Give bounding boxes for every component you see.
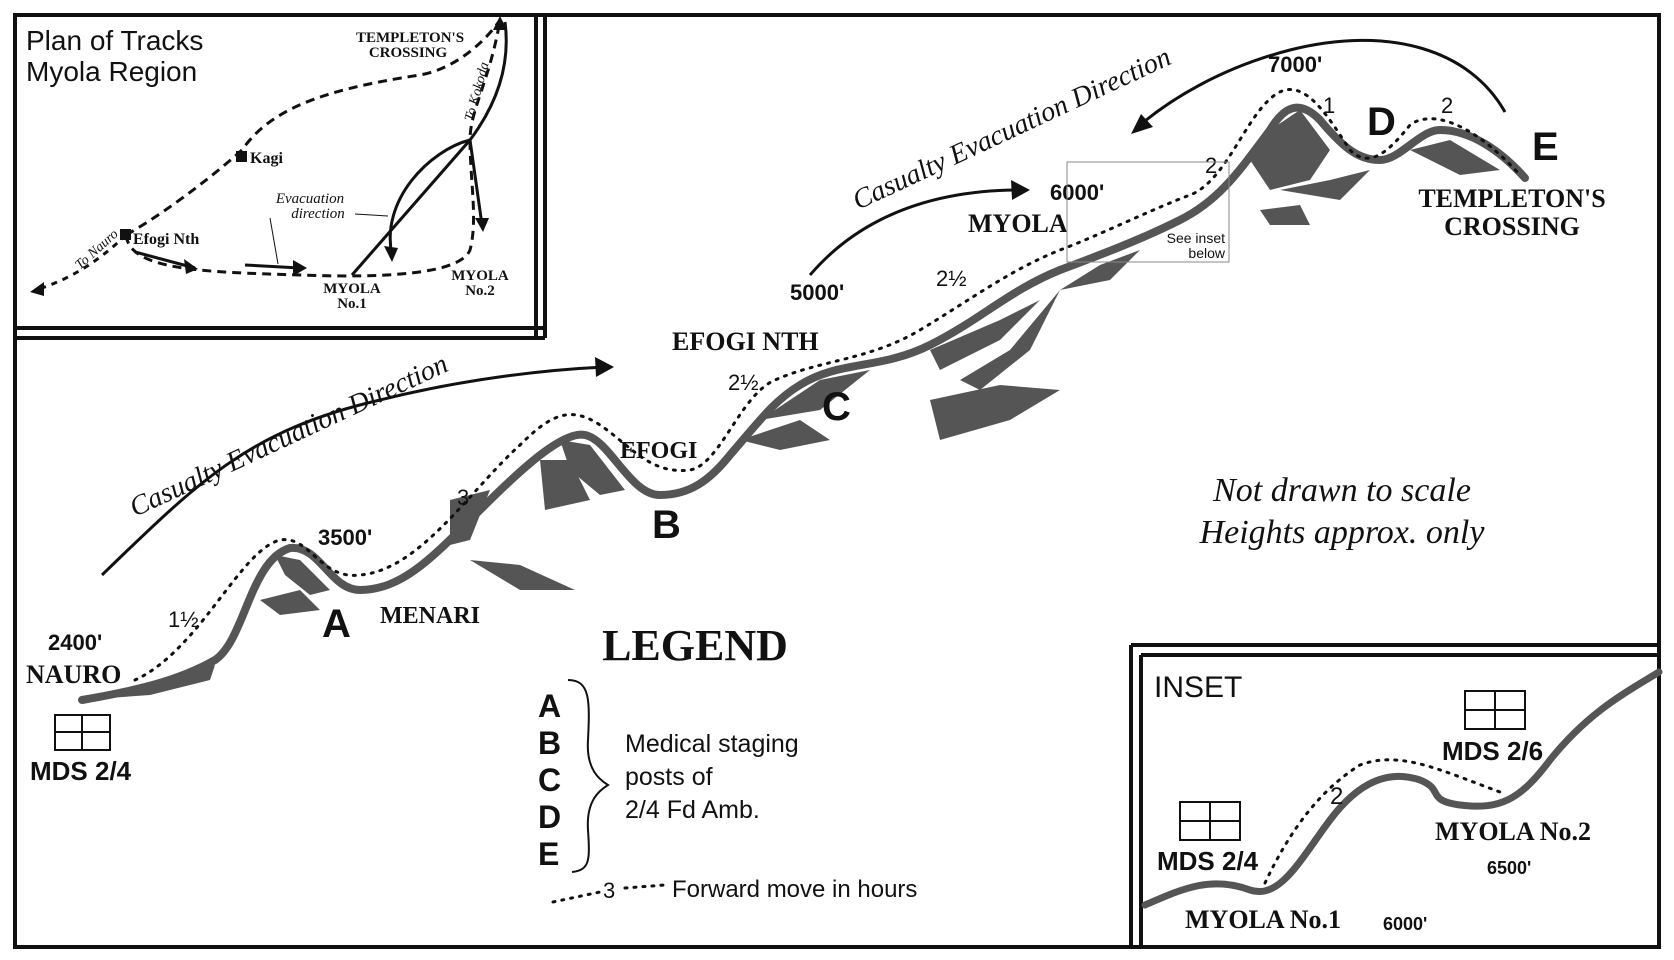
kagi-marker — [236, 151, 247, 162]
hours-7: 2 — [1441, 93, 1453, 118]
see-inset-line1: See inset — [1167, 230, 1225, 246]
legend-title: LEGEND — [602, 621, 788, 670]
terrain-ridge — [78, 103, 1529, 704]
inset-dotted-route — [1263, 758, 1502, 885]
track-kagi-loop — [125, 19, 502, 237]
legend-forward-hours: 3 — [603, 878, 615, 903]
mds-nauro-label: MDS 2/4 — [30, 756, 132, 786]
legend: LEGEND A B C D E Medical staging posts o… — [538, 621, 917, 904]
post-b: B — [652, 503, 681, 547]
hours-1: 1½ — [168, 607, 199, 632]
inset-myola2-height: 6500' — [1487, 858, 1531, 878]
efogi-nth-label-inset: Efogi Nth — [133, 231, 199, 248]
place-efogi-nth: EFOGI NTH — [672, 327, 819, 356]
myola-inset: INSET 2 MDS 2/4 MDS 2/6 MYOLA No.1 6000'… — [1129, 643, 1663, 947]
templetons-inset-line2: CROSSING — [369, 45, 448, 61]
height-efogi-nth: 5000' — [790, 280, 844, 305]
note-line1: Not drawn to scale — [1212, 472, 1471, 509]
hours-6: 1 — [1323, 93, 1335, 118]
evac-inset-line1: Evacuation — [275, 191, 344, 207]
terrain-shading — [80, 110, 1500, 700]
hours-5: 2 — [1205, 153, 1217, 178]
inset-track — [1141, 668, 1663, 909]
legend-staging-line3: 2/4 Fd Amb. — [625, 796, 760, 824]
outer-frame — [13, 13, 1661, 949]
place-nauro: NAURO — [26, 660, 121, 689]
evac-direction-lower: Casualty Evacuation Direction — [125, 348, 453, 523]
evac-inset-line2: direction — [291, 206, 345, 222]
legend-letter-c: C — [538, 762, 561, 798]
height-nauro: 2400' — [48, 630, 102, 655]
templetons-inset-line1: TEMPLETON'S — [356, 30, 464, 46]
plan-title-line2: Myola Region — [26, 56, 197, 87]
track-solid-myola1 — [350, 21, 508, 276]
legend-brace — [567, 679, 610, 873]
hours-4: 2½ — [936, 266, 967, 291]
legend-letter-a: A — [538, 688, 561, 724]
to-nauro-label: To Nauro — [73, 227, 122, 273]
place-templetons-line1: TEMPLETON'S — [1418, 184, 1605, 213]
myola1-inset-line2: No.1 — [337, 296, 367, 312]
legend-letter-b: B — [538, 725, 561, 761]
legend-letter-d: D — [538, 799, 561, 835]
note-line2: Heights approx. only — [1199, 514, 1486, 551]
inset-title: INSET — [1154, 671, 1242, 704]
post-e: E — [1532, 125, 1559, 169]
inset-mds-left-icon — [1179, 801, 1241, 841]
post-c: C — [822, 385, 851, 429]
track-efogi-myola — [124, 19, 502, 278]
height-myola: 6000' — [1050, 180, 1104, 205]
inset-mds-right-icon — [1464, 690, 1526, 730]
evac-arrow-upper — [1139, 38, 1507, 127]
legend-letter-e: E — [538, 836, 559, 872]
myola2-inset-line1: MYOLA — [451, 268, 509, 284]
post-d: D — [1367, 100, 1396, 144]
kagi-label: Kagi — [250, 150, 283, 167]
legend-dotted-sample — [551, 883, 667, 904]
legend-forward-text: Forward move in hours — [672, 876, 917, 903]
hours-3: 2½ — [728, 370, 759, 395]
track-solid-myola2 — [388, 138, 471, 256]
evac-arrow-middle — [808, 188, 1021, 276]
plan-of-tracks-inset: Plan of Tracks Myola Region Kagi Efogi N… — [15, 15, 547, 340]
track-to-nauro — [34, 233, 128, 292]
legend-staging-line1: Medical staging — [625, 730, 799, 758]
legend-staging-line2: posts of — [625, 763, 713, 791]
see-inset-line2: below — [1188, 245, 1225, 261]
myola2-inset-line2: No.2 — [465, 283, 495, 299]
inset-hours: 2 — [1330, 783, 1343, 810]
myola1-inset-line1: MYOLA — [323, 281, 381, 297]
see-inset-box — [1066, 161, 1230, 263]
height-menari: 3500' — [318, 525, 372, 550]
hours-2: 3 — [457, 485, 469, 510]
inset-mds-left-label: MDS 2/4 — [1157, 846, 1259, 876]
place-efogi: EFOGI — [620, 438, 697, 464]
height-peak: 7000' — [1268, 52, 1322, 77]
plan-title-line1: Plan of Tracks — [26, 25, 203, 56]
mds-nauro-icon — [54, 714, 111, 751]
post-a: A — [322, 602, 351, 646]
inset-mds-right-label: MDS 2/6 — [1442, 736, 1543, 766]
efogi-nth-marker — [120, 229, 131, 240]
inset-myola1: MYOLA No.1 — [1185, 905, 1341, 934]
evac-arrow-lower — [100, 365, 606, 577]
inset-myola1-height: 6000' — [1383, 914, 1427, 934]
place-menari: MENARI — [380, 603, 480, 629]
place-templetons-line2: CROSSING — [1444, 212, 1580, 241]
place-myola: MYOLA — [968, 209, 1068, 238]
inset-myola2: MYOLA No.2 — [1435, 817, 1591, 846]
